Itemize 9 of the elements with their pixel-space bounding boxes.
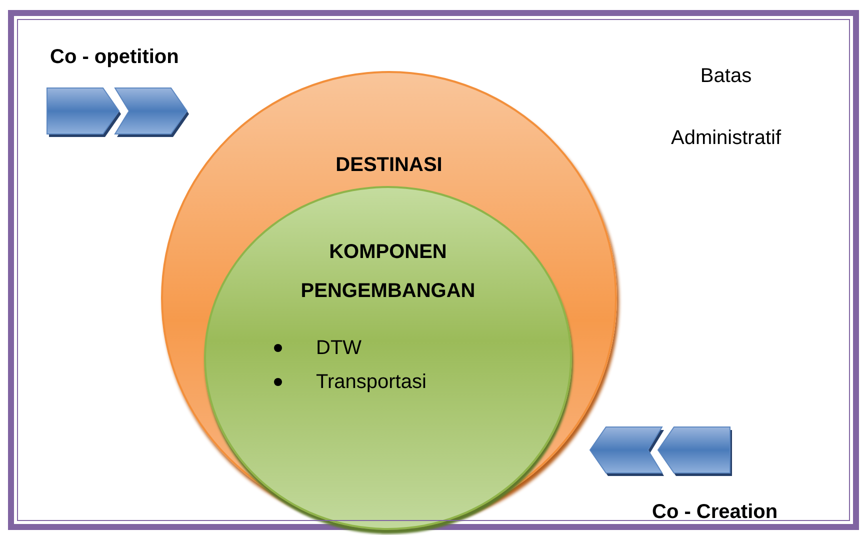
boundary-frame	[8, 10, 859, 530]
heading: DESTINASI	[336, 153, 442, 177]
label: Batas	[700, 64, 752, 88]
list-item: DTW	[316, 336, 362, 360]
label: Co - opetition	[50, 45, 179, 69]
label: Administratif	[670, 126, 782, 150]
list-item: Transportasi	[316, 370, 426, 394]
label: Co - Creation	[652, 500, 778, 524]
heading: KOMPONEN PENGEMBANGAN	[300, 240, 476, 304]
